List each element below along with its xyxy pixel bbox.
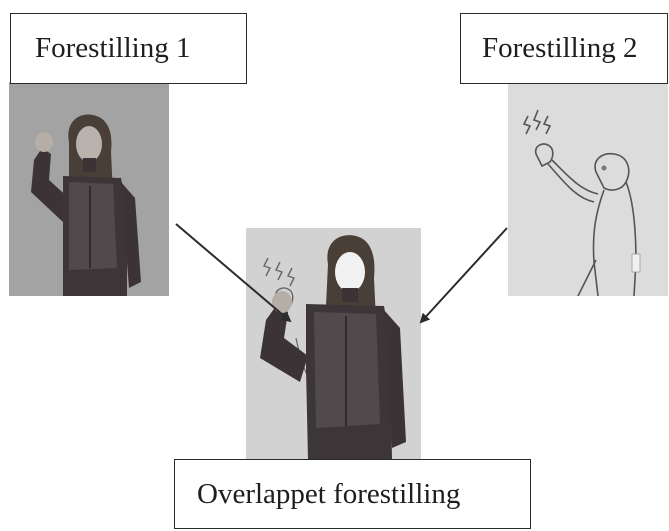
photo-person-raised-fist — [9, 82, 169, 296]
label-overlappet-forestilling: Overlappet forestilling — [174, 459, 531, 529]
arrow-right-to-center — [419, 227, 508, 324]
label-forestilling-1-text: Forestilling 1 — [35, 32, 191, 64]
overlapped-image — [246, 228, 421, 460]
label-forestilling-1: Forestilling 1 — [10, 13, 247, 84]
label-overlappet-forestilling-text: Overlappet forestilling — [197, 477, 461, 510]
arrow-left-to-center — [175, 223, 292, 323]
label-forestilling-2-text: Forestilling 2 — [482, 32, 638, 64]
sketch-person-raised-fist — [508, 82, 668, 296]
label-forestilling-2: Forestilling 2 — [460, 13, 668, 84]
